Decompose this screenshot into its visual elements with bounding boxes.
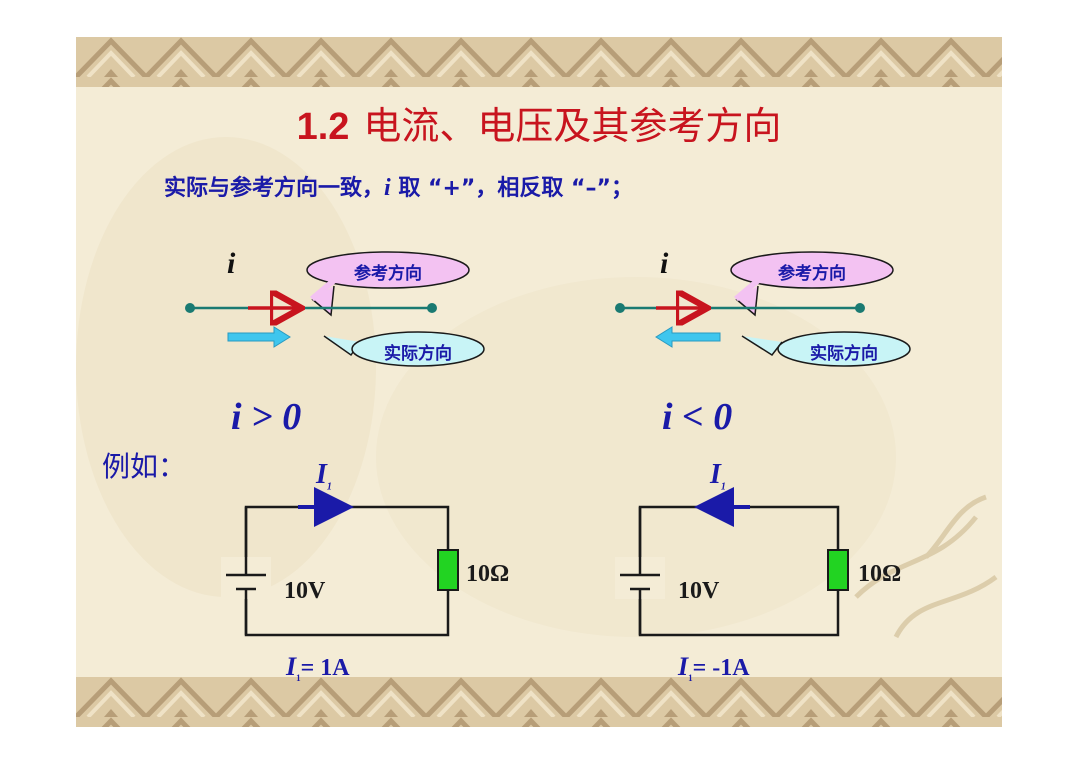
title-text: 电流、电压及其参考方向: [363, 104, 782, 148]
right-actual-bubble: [741, 331, 911, 367]
left-voltage-label: 10V: [284, 578, 326, 604]
left-condition: i > 0: [231, 396, 302, 438]
left-circuit: [221, 487, 459, 637]
right-current-label: I1: [710, 459, 726, 504]
right-circuit-loop: [638, 505, 840, 637]
right-direction-diagram: [615, 251, 911, 367]
rule-part-1: 实际与参考方向一致，: [164, 176, 385, 201]
right-resistance-label: 10Ω: [858, 561, 902, 587]
right-reference-label: 参考方向: [778, 264, 846, 284]
left-reference-label: 参考方向: [354, 264, 422, 284]
left-actual-label: 实际方向: [384, 344, 452, 364]
right-result-value: = -1A: [692, 655, 750, 681]
rule-part-4: ”；: [596, 176, 633, 201]
right-wire-start-node: [615, 303, 625, 313]
right-wire-end-node: [855, 303, 865, 313]
right-condition: i < 0: [662, 396, 733, 438]
right-current-subscript: 1: [720, 481, 726, 493]
right-circuit: [615, 487, 849, 637]
right-current-result: I1= -1A: [678, 653, 750, 692]
right-actual-arrow: [655, 326, 721, 348]
left-resistance-label: 10Ω: [466, 561, 510, 587]
left-current-result: I1= 1A: [286, 653, 350, 692]
page-title: 1.2 电流、电压及其参考方向: [76, 101, 1002, 152]
title-number: 1.2: [296, 106, 350, 148]
left-actual-bubble: [323, 331, 485, 367]
left-result-subscript: 1: [296, 672, 301, 683]
left-result-name: I: [286, 652, 297, 681]
left-wire-end-node: [427, 303, 437, 313]
rule-part-2: 取 “: [390, 176, 443, 201]
example-label: 例如：: [102, 450, 187, 483]
rule-minus: –: [585, 176, 597, 201]
left-direction-diagram: [185, 251, 485, 367]
left-resistor: [437, 549, 459, 591]
right-actual-label: 实际方向: [810, 344, 878, 364]
rule-plus: +: [442, 176, 461, 201]
right-result-name: I: [678, 652, 689, 681]
left-current-name: I: [316, 459, 327, 490]
diagram-canvas: [185, 251, 911, 637]
rule-variable: i: [384, 175, 391, 201]
right-result-subscript: 1: [688, 672, 693, 683]
slide-background: [76, 37, 1002, 727]
right-current-symbol: i: [660, 247, 669, 280]
left-circuit-loop: [244, 505, 450, 637]
rule-part-3: ”，相反取 “: [460, 176, 586, 201]
left-result-value: = 1A: [300, 655, 350, 681]
sign-rule-text: 实际与参考方向一致，i 取 “+”，相反取 “–”；: [164, 173, 633, 204]
left-current-subscript: 1: [326, 481, 332, 493]
right-current-name: I: [710, 459, 721, 490]
left-current-label: I1: [316, 459, 332, 504]
right-reference-bubble: [730, 251, 894, 317]
left-actual-arrow: [227, 326, 291, 348]
left-current-symbol: i: [227, 247, 236, 280]
right-voltage-label: 10V: [678, 578, 720, 604]
right-resistor: [827, 549, 849, 591]
left-wire-start-node: [185, 303, 195, 313]
